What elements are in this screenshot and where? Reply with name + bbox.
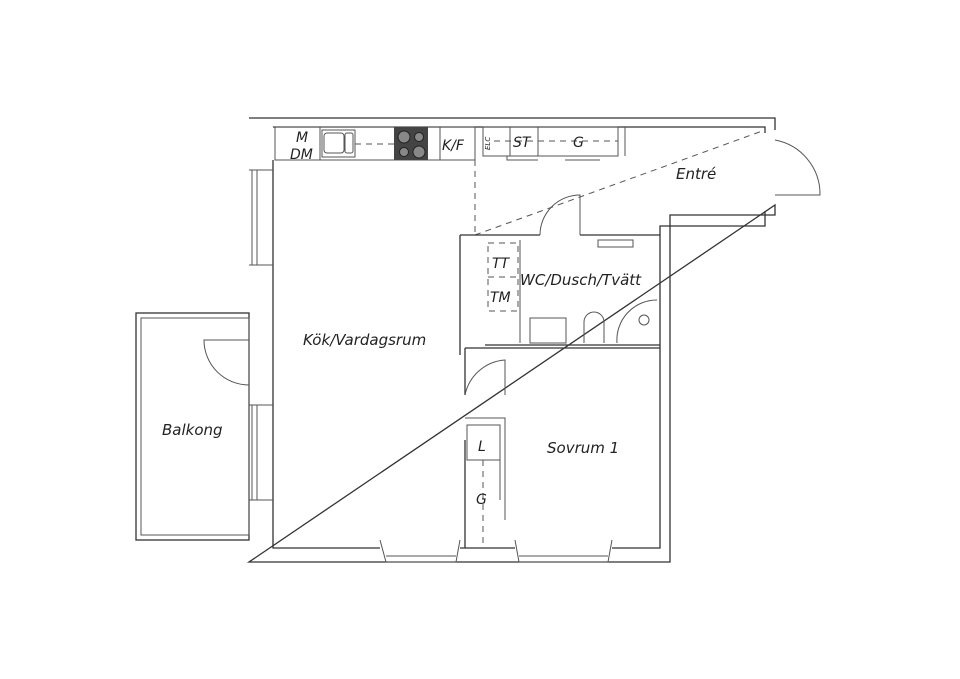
entry-storage [482, 126, 626, 161]
label-dishwasher: DM [290, 147, 313, 163]
label-microwave: M [296, 130, 308, 146]
label-dryer: TT [492, 256, 511, 272]
label-entry: Entré [676, 165, 716, 183]
sink [529, 317, 567, 344]
entry-door[interactable] [774, 139, 821, 196]
window-left-upper [249, 169, 273, 266]
toilet [583, 311, 605, 343]
inner-wall [272, 126, 766, 549]
label-washer: TM [490, 290, 511, 306]
bathroom-door[interactable] [539, 194, 581, 236]
kitchen-counter [274, 126, 476, 161]
bedroom-wall [464, 347, 660, 548]
label-balcony: Balkong [162, 421, 223, 439]
label-fridge-freezer: K/F [442, 138, 465, 154]
label-wardrobe-entry: G [573, 135, 584, 151]
label-storage: ST [513, 135, 532, 151]
label-electric: ELC [484, 137, 492, 150]
label-bathroom: WC/Dusch/Tvätt [520, 271, 642, 289]
label-linen: L [478, 439, 486, 455]
bathroom-wall [459, 234, 660, 355]
label-bedroom: Sovrum 1 [547, 439, 619, 457]
balcony-door [203, 339, 250, 386]
shower [616, 299, 658, 344]
label-kitchen-living: Kök/Vardagsrum [303, 331, 426, 349]
window-left-lower [249, 404, 273, 501]
window-bottom-right [514, 539, 613, 563]
label-wardrobe-bedroom: G [476, 492, 487, 508]
dryer-washer [487, 242, 519, 312]
bedroom-door[interactable] [464, 359, 506, 396]
window-bottom-left [379, 539, 461, 563]
outer-wall [246, 117, 776, 563]
